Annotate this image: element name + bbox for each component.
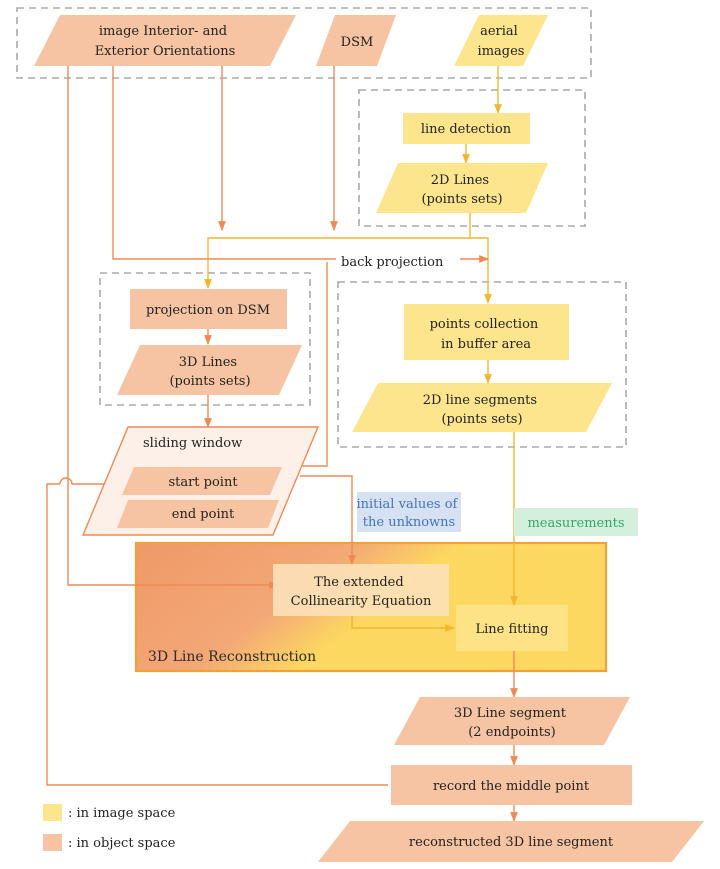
node-collinearity: The extended Collinearity Equation	[273, 564, 449, 616]
node-aerial-line1: aerial	[480, 24, 518, 39]
node-3d-segment-line2: (2 endpoints)	[468, 725, 556, 740]
svg-text:3D Lines (points sets): 3D Lines (points sets)	[169, 355, 250, 389]
svg-text:points collection in buf: points collection in buffer area	[430, 317, 543, 352]
svg-text:3D Line segment (2 endpo: 3D Line segment (2 endpoints)	[454, 706, 570, 740]
group-points-collection	[337, 281, 627, 448]
back-projection-label: back projection	[336, 251, 460, 271]
back-projection-text: back projection	[341, 255, 444, 270]
node-3d-lines: 3D Lines (points sets)	[117, 345, 302, 395]
node-start-point-shape	[122, 467, 282, 495]
node-line-fitting: Line fitting	[456, 605, 568, 651]
node-middle-point-label: record the middle point	[433, 779, 590, 794]
node-points-collection-line2: in buffer area	[441, 337, 531, 352]
node-middle-point: record the middle point	[391, 765, 632, 805]
node-2d-lines-line1: 2D Lines	[431, 173, 489, 188]
node-3d-lines-line1: 3D Lines	[179, 355, 237, 370]
node-projection-label: projection on DSM	[146, 303, 270, 318]
initial-values-line2: the unknowns	[363, 515, 455, 530]
initial-values-line1: initial values of	[356, 497, 458, 512]
node-reconstructed-label: reconstructed 3D line segment	[409, 835, 614, 850]
node-2d-segments-line1: 2D line segments	[423, 393, 537, 408]
node-orientations: image Interior- and Exterior Orientation…	[34, 15, 296, 66]
node-end-point-shape	[117, 500, 279, 528]
svg-text:initial values of the un: initial values of the unknowns	[356, 497, 461, 530]
initial-values-label: initial values of the unknowns	[356, 492, 461, 532]
node-dsm-label: DSM	[341, 35, 374, 50]
node-points-collection-line1: points collection	[430, 317, 539, 332]
group-projection	[99, 272, 311, 406]
node-sliding-window: sliding window start point end point	[81, 426, 320, 536]
group-line-detection	[358, 89, 586, 227]
node-aerial-images: aerial images	[454, 15, 548, 66]
node-line-detection: line detection	[403, 113, 530, 144]
node-reconstructed: reconstructed 3D line segment	[318, 821, 704, 862]
node-3d-line-segment: 3D Line segment (2 endpoints)	[394, 697, 630, 745]
measurements-text: measurements	[527, 516, 624, 531]
svg-text:aerial images: aerial images	[478, 24, 525, 59]
legend-object-space: : in object space	[68, 836, 176, 851]
legend-image-space: : in image space	[68, 806, 176, 821]
node-projection-on-dsm: projection on DSM	[130, 289, 287, 329]
legend: : in image space : in object space	[43, 804, 176, 851]
node-2d-lines: 2D Lines (points sets)	[376, 163, 548, 213]
svg-text:2D Lines (points sets): 2D Lines (points sets)	[421, 173, 502, 207]
node-collinearity-line2: Collinearity Equation	[291, 594, 432, 609]
node-2d-line-segments: 2D line segments (points sets)	[352, 383, 612, 432]
node-orientations-line2: Exterior Orientations	[95, 44, 236, 59]
node-line-detection-label: line detection	[421, 122, 512, 137]
svg-text:The extended Collinearit: The extended Collinearity Equation	[291, 575, 432, 609]
node-sliding-window-label: sliding window	[143, 436, 242, 451]
node-start-point-label: start point	[168, 475, 238, 490]
node-aerial-line2: images	[478, 44, 525, 59]
node-end-point-label: end point	[172, 507, 235, 522]
node-orientations-line1: image Interior- and	[99, 24, 227, 39]
measurements-label: measurements	[514, 508, 638, 536]
node-dsm: DSM	[316, 15, 396, 66]
node-3d-lines-line2: (points sets)	[169, 374, 250, 389]
node-2d-lines-line2: (points sets)	[421, 192, 502, 207]
node-3d-segment-line1: 3D Line segment	[454, 706, 567, 721]
svg-text:2D line segments (points: 2D line segments (points sets)	[423, 393, 541, 427]
group-inputs	[16, 7, 592, 79]
node-collinearity-line1: The extended	[314, 575, 404, 590]
node-line-fitting-label: Line fitting	[476, 622, 549, 637]
legend-swatch-object-space	[43, 834, 62, 851]
node-points-collection: points collection in buffer area	[404, 304, 569, 360]
reconstruction-title: 3D Line Reconstruction	[148, 649, 316, 665]
node-2d-segments-line2: (points sets)	[441, 412, 522, 427]
svg-text:image Interior- and Exte: image Interior- and Exterior Orientation…	[95, 24, 236, 59]
legend-swatch-image-space	[43, 804, 62, 821]
